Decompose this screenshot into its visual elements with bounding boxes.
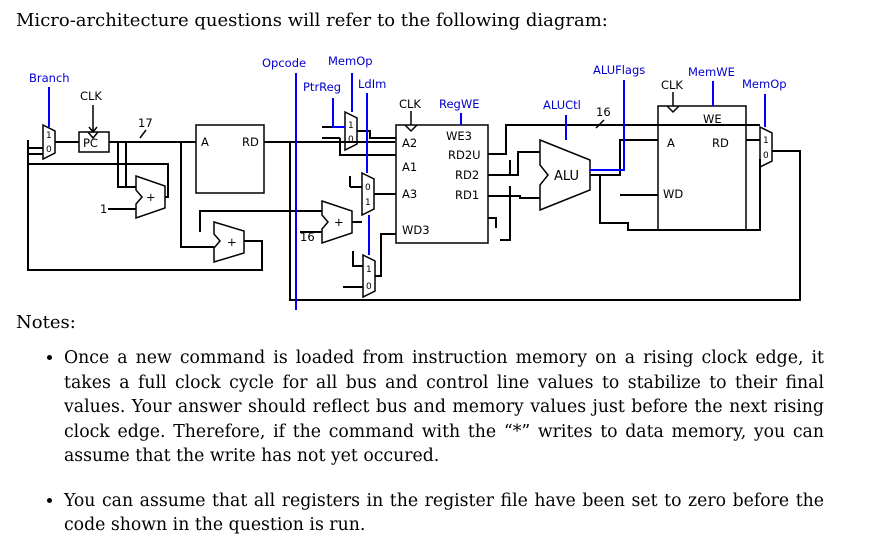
register-file <box>395 124 489 244</box>
rf-rd2-label: RD2 <box>455 168 479 182</box>
ptrreg-mux-0: 0 <box>348 135 354 145</box>
result-mux-0: 0 <box>763 151 769 161</box>
a3-mux-0: 0 <box>365 183 371 193</box>
rf-a3-label: A3 <box>402 187 417 201</box>
dm-we-label: WE <box>703 112 722 126</box>
dm-rd-label: RD <box>712 136 729 150</box>
wd3-mux-1: 1 <box>366 265 372 275</box>
imem-a-label: A <box>201 135 209 149</box>
rf-wd3-label: WD3 <box>402 223 430 237</box>
alu-label: ALU <box>554 169 579 184</box>
branch-adder-plus: + <box>227 235 237 249</box>
a3-mux-1: 1 <box>365 198 371 208</box>
ldim-label: LdIm <box>358 77 386 91</box>
ptrreg-mux-1: 1 <box>348 121 354 131</box>
ldim-adder-plus: + <box>334 215 344 229</box>
memop-right-label: MemOp <box>742 77 787 91</box>
aluctl-label: ALUCtl <box>543 98 581 112</box>
result-mux-1: 1 <box>763 136 769 146</box>
result-mux <box>759 125 773 169</box>
intro-text: Micro-architecture questions will refer … <box>16 10 608 31</box>
rf-a2-label: A2 <box>402 136 417 150</box>
pc-adder <box>135 174 166 220</box>
imm16-label: 16 <box>300 230 315 244</box>
pc-label: PC <box>83 136 98 150</box>
rf-rd2u-label: RD2U <box>448 148 481 162</box>
pc-mux-1: 1 <box>46 131 52 141</box>
bus17-label: 17 <box>138 116 153 130</box>
rf-a1-label: A1 <box>402 160 417 174</box>
clk-dm-label: CLK <box>661 78 683 92</box>
one-label: 1 <box>100 202 107 216</box>
dm-a-label: A <box>667 136 675 150</box>
notes-list: Once a new command is loaded from instru… <box>40 346 824 558</box>
a3-mux <box>361 171 375 217</box>
branch-label: Branch <box>29 71 70 85</box>
instruction-memory <box>195 124 265 194</box>
notes-heading: Notes: <box>16 312 76 333</box>
clk-pc-label: CLK <box>80 89 102 103</box>
note-item: You can assume that all registers in the… <box>64 489 824 538</box>
branch-adder <box>213 220 245 264</box>
opcode-label: Opcode <box>262 56 306 70</box>
ptrreg-mux <box>344 110 358 152</box>
pc-mux-0: 0 <box>46 145 52 155</box>
ldim-adder <box>321 199 353 245</box>
aluflags-label: ALUFlags <box>593 63 645 77</box>
wd3-mux <box>362 253 376 299</box>
wd3-mux-0: 0 <box>366 282 372 292</box>
regwe-label: RegWE <box>439 97 480 111</box>
dm-wd-label: WD <box>663 187 683 201</box>
data-memory <box>657 105 747 231</box>
clk-rf-label: CLK <box>399 97 421 111</box>
note-item: Once a new command is loaded from instru… <box>64 346 824 469</box>
pc-adder-plus: + <box>146 190 156 204</box>
rf-rd1-label: RD1 <box>455 188 479 202</box>
memwe-label: MemWE <box>688 65 735 79</box>
memop-top-label: MemOp <box>328 54 373 68</box>
datapath-diagram: Branch Opcode MemOp PtrReg LdIm RegWE AL… <box>27 54 801 310</box>
rf-we3-label: WE3 <box>446 129 472 143</box>
imem-rd-label: RD <box>242 135 259 149</box>
ptrreg-label: PtrReg <box>303 80 341 94</box>
bus16-label: 16 <box>596 105 611 119</box>
